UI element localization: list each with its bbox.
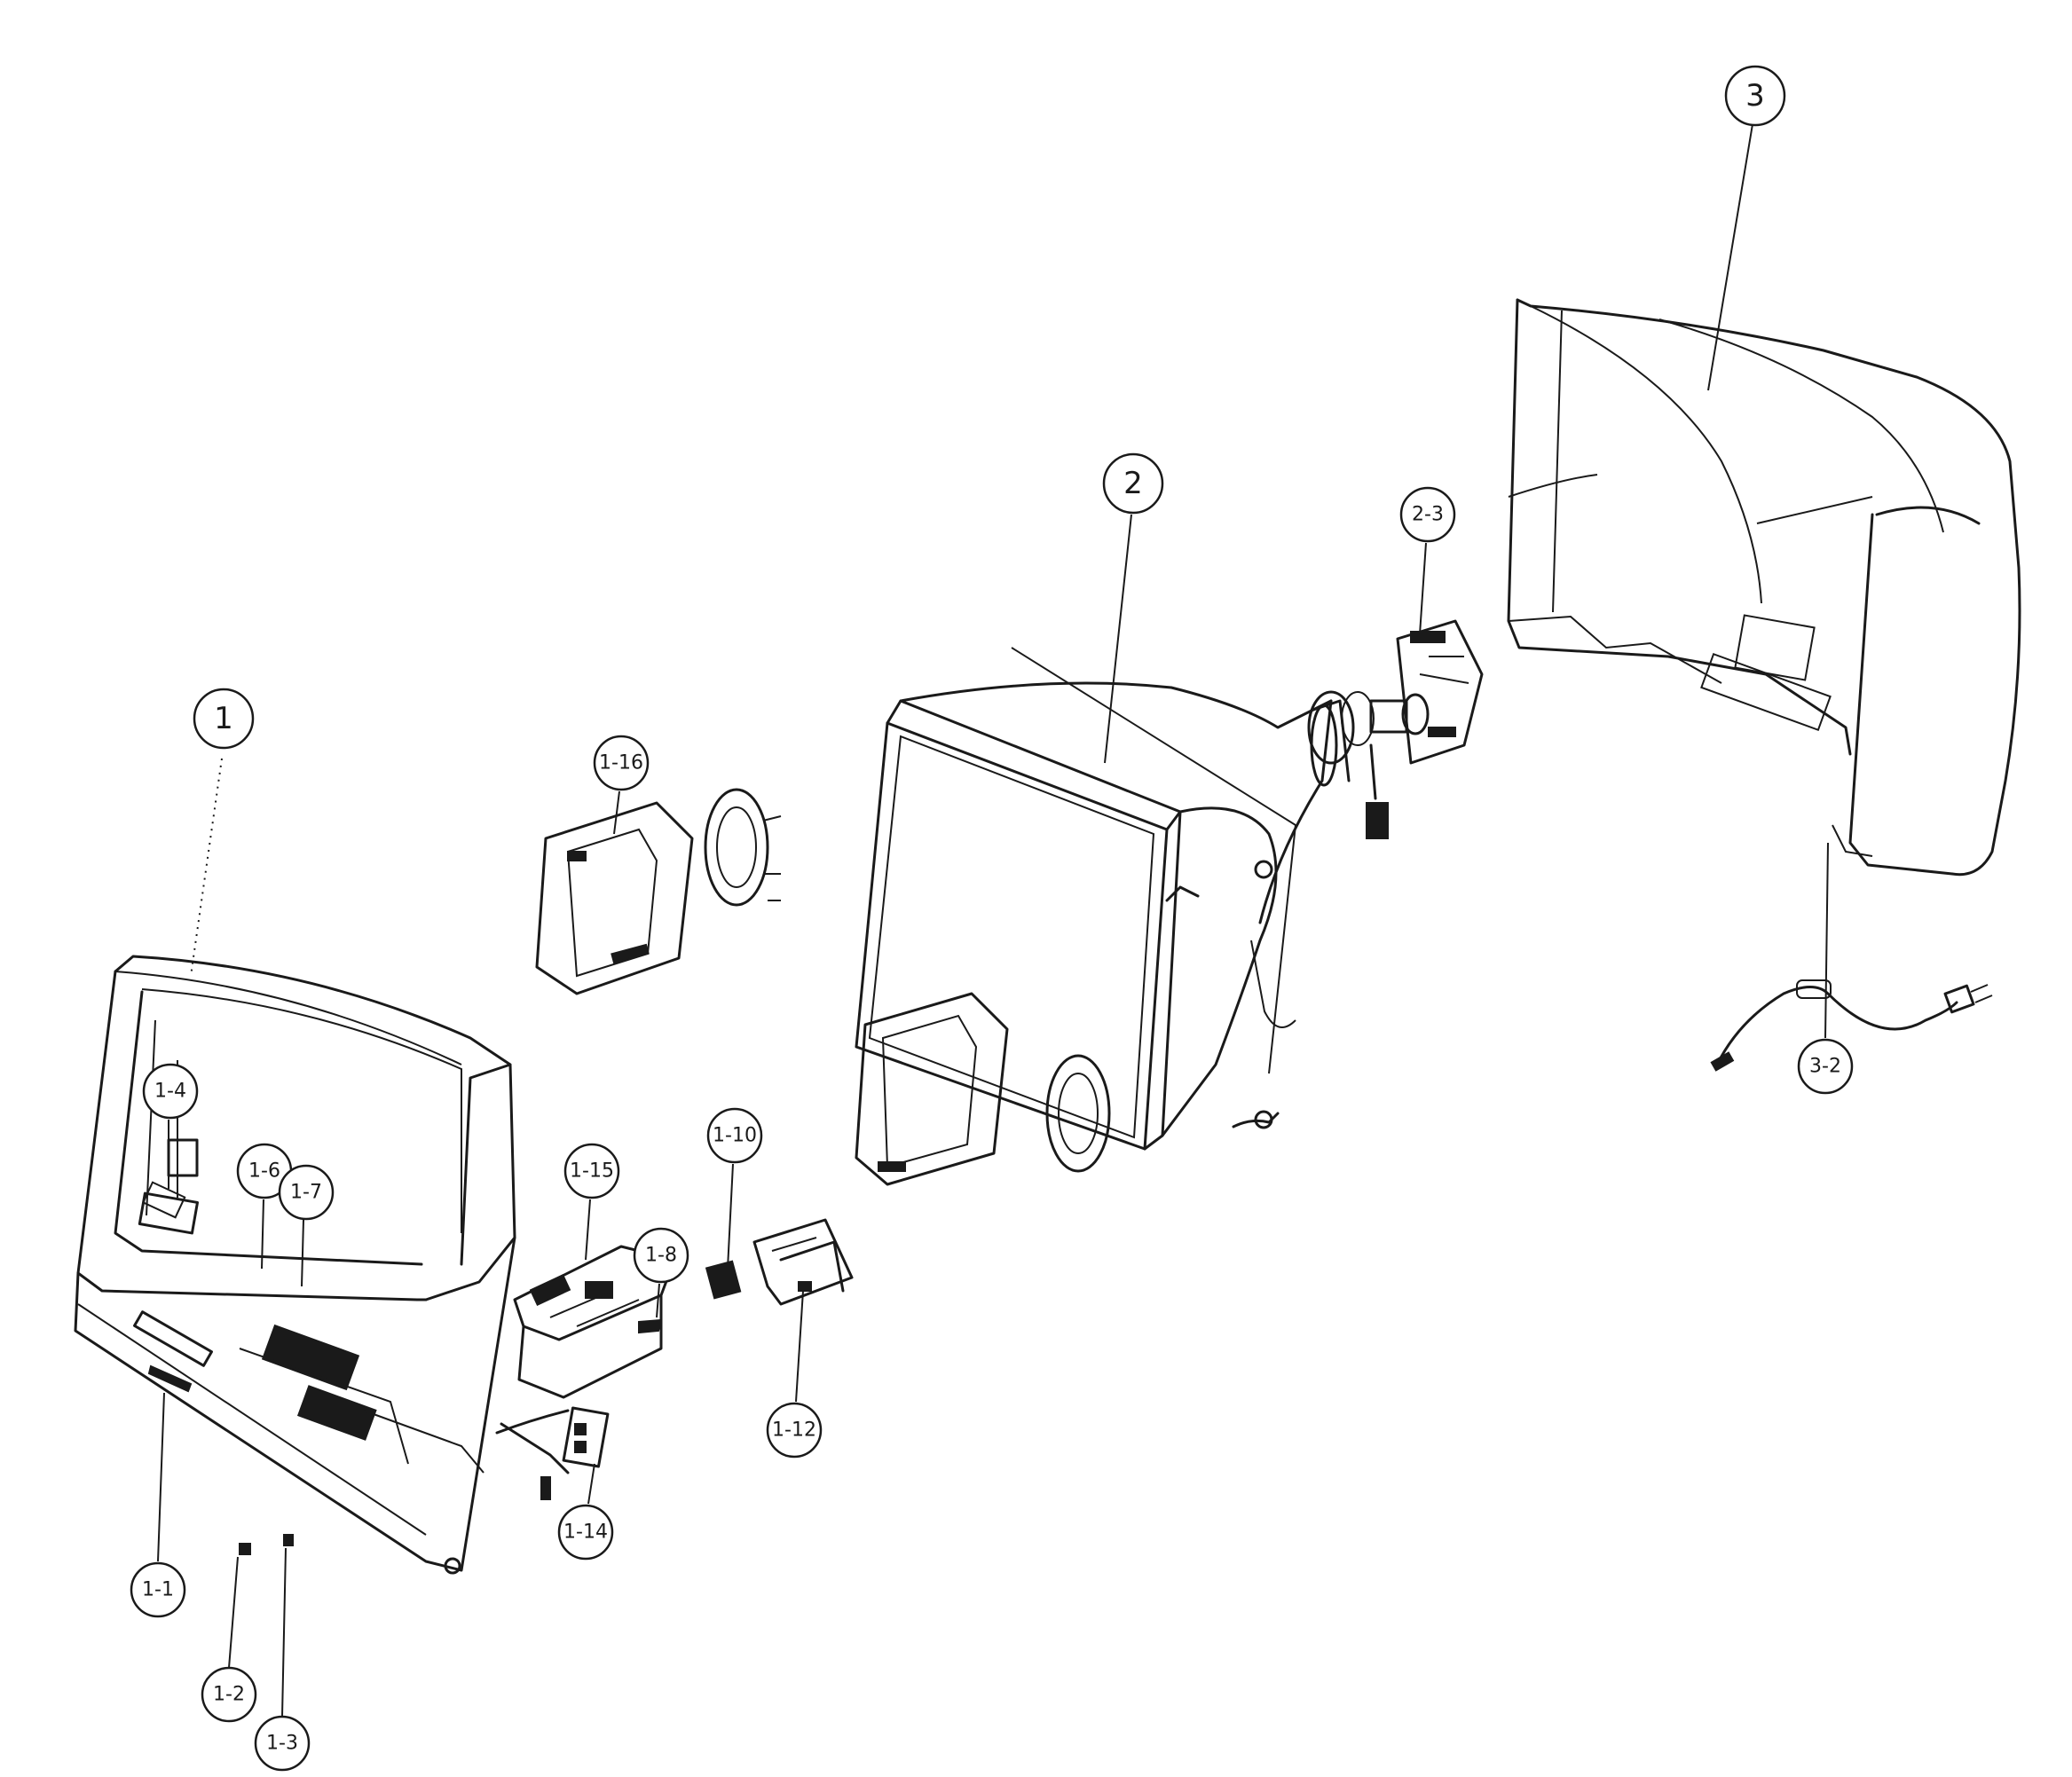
callout-1-2: 1-2 — [201, 1666, 257, 1723]
crt-socket-board — [1396, 619, 1484, 765]
callout-2-3: 2-3 — [1399, 486, 1456, 543]
svg-text:1-15: 1-15 — [570, 1160, 614, 1183]
svg-text:1-14: 1-14 — [563, 1521, 608, 1544]
rear-cabinet — [1507, 298, 2021, 877]
svg-text:1-2: 1-2 — [213, 1684, 245, 1706]
svg-text:1-3: 1-3 — [266, 1733, 298, 1755]
speaker-box-upper — [535, 801, 694, 995]
speaker-box-lower — [855, 992, 1009, 1186]
callout-1-1: 1-1 — [130, 1561, 186, 1618]
callout-2: 2 — [1102, 452, 1164, 515]
main-board — [513, 1245, 676, 1399]
svg-text:3-2: 3-2 — [1809, 1056, 1841, 1078]
svg-text:1-16: 1-16 — [599, 752, 643, 774]
callout-1-3: 1-3 — [254, 1715, 311, 1772]
front-cabinet — [74, 955, 570, 1575]
svg-text:1-8: 1-8 — [645, 1245, 677, 1267]
svg-text:3: 3 — [1745, 78, 1765, 114]
callout-1-16: 1-16 — [593, 735, 650, 791]
power-cord — [1710, 979, 1993, 1072]
deflection-yoke — [1307, 690, 1430, 839]
svg-text:1-1: 1-1 — [142, 1579, 174, 1601]
callout-1: 1 — [193, 688, 255, 750]
callout-1-15: 1-15 — [563, 1143, 620, 1199]
callout-1-12: 1-12 — [766, 1402, 823, 1459]
callout-1-6: 1-6 — [236, 1143, 293, 1199]
callout-1-4: 1-4 — [142, 1063, 199, 1120]
svg-text:1-4: 1-4 — [154, 1081, 186, 1103]
callout-1-7: 1-7 — [278, 1164, 335, 1221]
svg-text:2-3: 2-3 — [1412, 504, 1444, 526]
svg-text:1-10: 1-10 — [713, 1125, 757, 1147]
svg-text:2: 2 — [1123, 466, 1143, 501]
callout-3: 3 — [1724, 65, 1786, 127]
speaker-upper — [704, 788, 782, 907]
callout-1-8: 1-8 — [633, 1227, 689, 1284]
callout-1-14: 1-14 — [557, 1504, 614, 1561]
svg-text:1-12: 1-12 — [772, 1419, 816, 1442]
svg-text:1: 1 — [214, 701, 233, 736]
leader-lines — [157, 123, 1829, 1718]
callout-3-2: 3-2 — [1797, 1038, 1854, 1095]
svg-text:1-7: 1-7 — [290, 1182, 322, 1204]
callout-1-10: 1-10 — [706, 1107, 763, 1164]
speaker-lower — [1045, 1054, 1111, 1173]
screws — [239, 1318, 663, 1555]
control-board — [705, 1218, 854, 1306]
picture-tube — [855, 647, 1351, 1151]
av-connector — [495, 1406, 610, 1468]
svg-text:1-6: 1-6 — [248, 1160, 280, 1183]
